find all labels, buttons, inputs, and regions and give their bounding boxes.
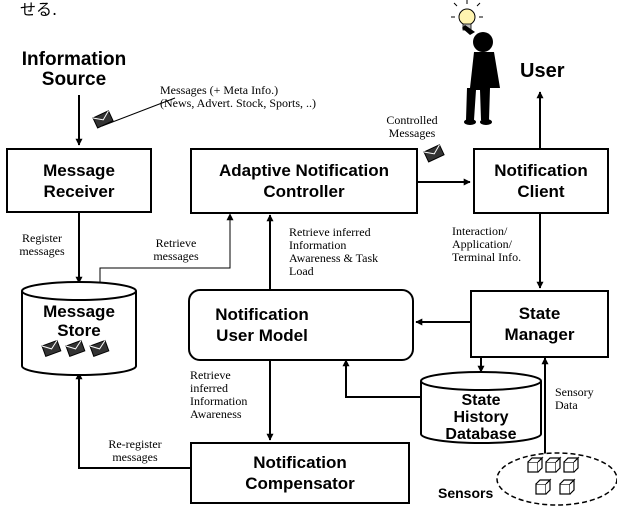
adaptive-notification-controller-box: Adaptive Notification Controller	[190, 148, 418, 214]
message-store-label: Message Store	[22, 302, 136, 340]
sensor-cubes-icon	[527, 456, 580, 495]
adaptive-controller-line-1: Adaptive Notification	[218, 161, 389, 180]
information-source-line-2: Source	[41, 69, 107, 90]
interaction-line-2: Application/	[452, 237, 512, 251]
controlled-messages-label: Controlled Messages	[372, 114, 452, 140]
messages-pointer-line	[101, 97, 176, 127]
state-history-line-3: Database	[445, 426, 517, 443]
retrieve-inf-line-3: Information	[190, 394, 248, 408]
user-model-line-1: Notification	[215, 305, 309, 324]
interaction-line-3: Terminal Info.	[452, 250, 522, 264]
message-receiver-line-1: Message	[43, 160, 115, 180]
sensory-line-2: Data	[555, 398, 578, 412]
arrow-compensator-to-store	[75, 372, 190, 469]
retrieve-messages-label: Retrieve messages	[145, 237, 207, 263]
arrow-db-to-usermodel	[342, 359, 421, 398]
sensory-data-label: Sensory Data	[555, 386, 594, 412]
retrieve-line-2: messages	[153, 249, 199, 263]
register-messages-label: Register messages	[16, 232, 68, 258]
user-label: User	[520, 60, 565, 82]
reregister-line-2: messages	[112, 450, 158, 464]
retrieve-inferred-awareness-label: Retrieve inferred Information Awareness	[190, 369, 247, 421]
retrieve-line-1: Retrieve	[155, 236, 197, 250]
messages-meta-line-1: Messages (+ Meta Info.)	[160, 83, 279, 97]
interaction-line-1: Interaction/	[452, 224, 508, 238]
retrieve-inf-line-2: inferred	[190, 381, 228, 395]
retrieve-ia-line-2: Information	[289, 238, 347, 252]
controlled-line-1: Controlled	[386, 113, 438, 127]
state-history-db-cylinder	[420, 371, 542, 444]
messages-meta-label: Messages (+ Meta Info.) (News, Advert. S…	[160, 84, 316, 110]
information-source-line-1: Information	[21, 49, 127, 70]
state-history-line-2: History	[453, 409, 509, 426]
controlled-line-2: Messages	[388, 126, 436, 140]
notification-client-line-1: Notification	[494, 161, 588, 180]
cropped-caption-fragment: せる.	[20, 0, 58, 19]
message-receiver-line-2: Receiver	[43, 181, 115, 201]
register-line-1: Register	[22, 231, 62, 245]
register-line-2: messages	[19, 244, 65, 258]
reregister-messages-label: Re-register messages	[100, 438, 170, 464]
sensors-label: Sensors	[438, 485, 494, 501]
notification-client-line-2: Client	[517, 182, 565, 201]
adaptive-controller-line-2: Controller	[263, 182, 345, 201]
retrieve-ia-line-4: Load	[289, 264, 314, 278]
notification-user-model-box: Notification User Model	[188, 289, 414, 361]
compensator-line-1: Notification	[253, 453, 347, 472]
state-manager-line-2: Manager	[504, 325, 575, 344]
reregister-line-1: Re-register	[108, 437, 162, 451]
state-manager-line-1: State	[518, 304, 561, 323]
sensory-line-1: Sensory	[555, 385, 594, 399]
retrieve-ia-line-1: Retrieve inferred	[289, 225, 371, 239]
information-source-label: Information Source	[14, 50, 134, 90]
retrieve-inf-line-4: Awareness	[190, 407, 242, 421]
messages-meta-line-2: (News, Advert. Stock, Sports, ..)	[160, 96, 316, 110]
state-manager-box: State Manager	[470, 290, 609, 358]
retrieve-ia-line-3: Awareness & Task	[289, 251, 379, 265]
message-receiver-box: Message Receiver	[6, 148, 152, 213]
user-model-line-2: User Model	[216, 326, 308, 345]
message-store-line-2: Store	[57, 321, 101, 340]
interaction-info-label: Interaction/ Application/ Terminal Info.	[452, 225, 521, 264]
light-bulb-icon	[451, 0, 483, 31]
notification-client-box: Notification Client	[473, 148, 609, 214]
sensors-ellipse	[496, 452, 617, 506]
arrow-store-to-controller	[99, 213, 234, 283]
message-store-line-1: Message	[43, 302, 115, 321]
notification-compensator-box: Notification Compensator	[190, 442, 410, 504]
retrieve-inferred-awareness-task-label: Retrieve inferred Information Awareness …	[289, 226, 378, 278]
envelope-icon	[41, 110, 445, 357]
state-history-database-label: State History Database	[421, 392, 541, 443]
compensator-line-2: Compensator	[245, 474, 355, 493]
user-figure-icon	[462, 25, 500, 125]
state-history-line-1: State	[461, 392, 501, 409]
retrieve-inf-line-1: Retrieve	[190, 368, 231, 382]
